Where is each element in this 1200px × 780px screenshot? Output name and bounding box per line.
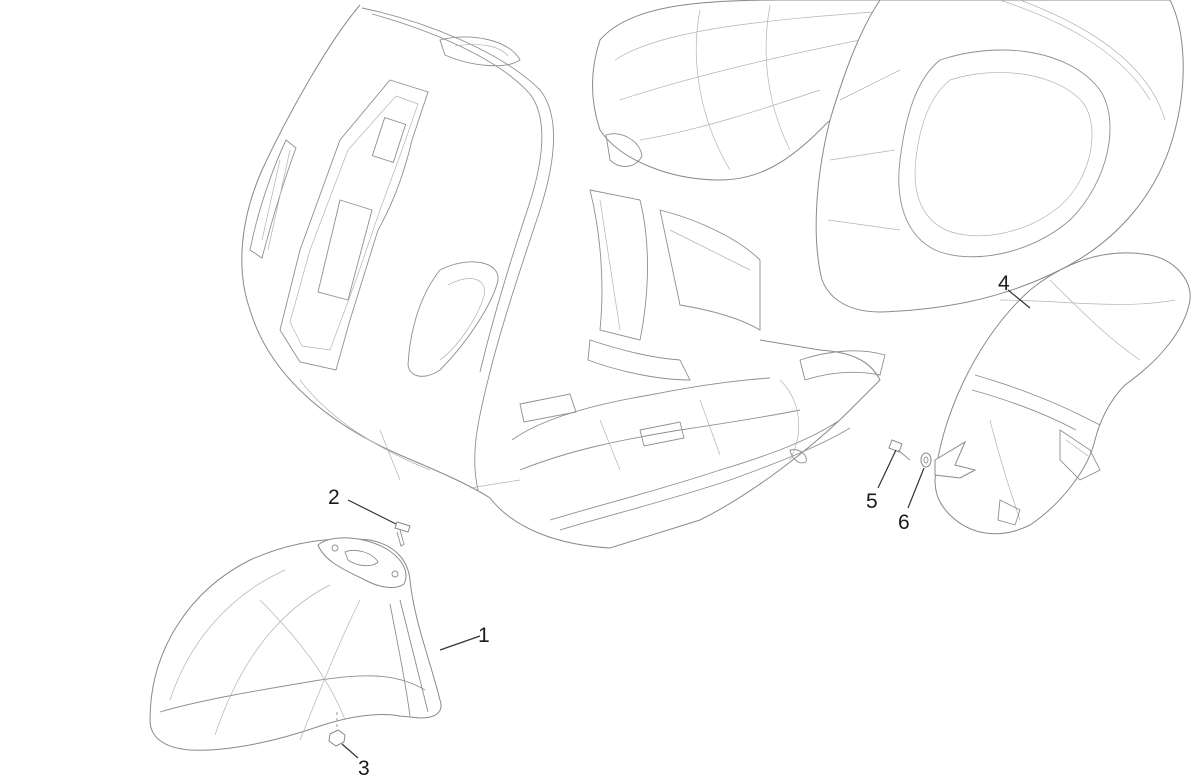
leader-lines: [341, 289, 1031, 759]
callout-labels: 1 2 3 4 5 6: [328, 272, 1010, 780]
scooter-body-drawing: [241, 0, 1184, 549]
callout-4: 4: [998, 272, 1010, 295]
front-fender-drawing: [149, 537, 442, 751]
callout-2: 2: [328, 486, 340, 509]
rear-mudguard-drawing: [934, 252, 1191, 535]
callout-1: 1: [478, 624, 490, 647]
front-screw-drawing: [394, 521, 411, 547]
callout-3: 3: [358, 757, 370, 780]
callout-5: 5: [866, 490, 878, 513]
rear-screw-washer-drawing: [888, 439, 932, 468]
callout-6: 6: [898, 511, 910, 534]
